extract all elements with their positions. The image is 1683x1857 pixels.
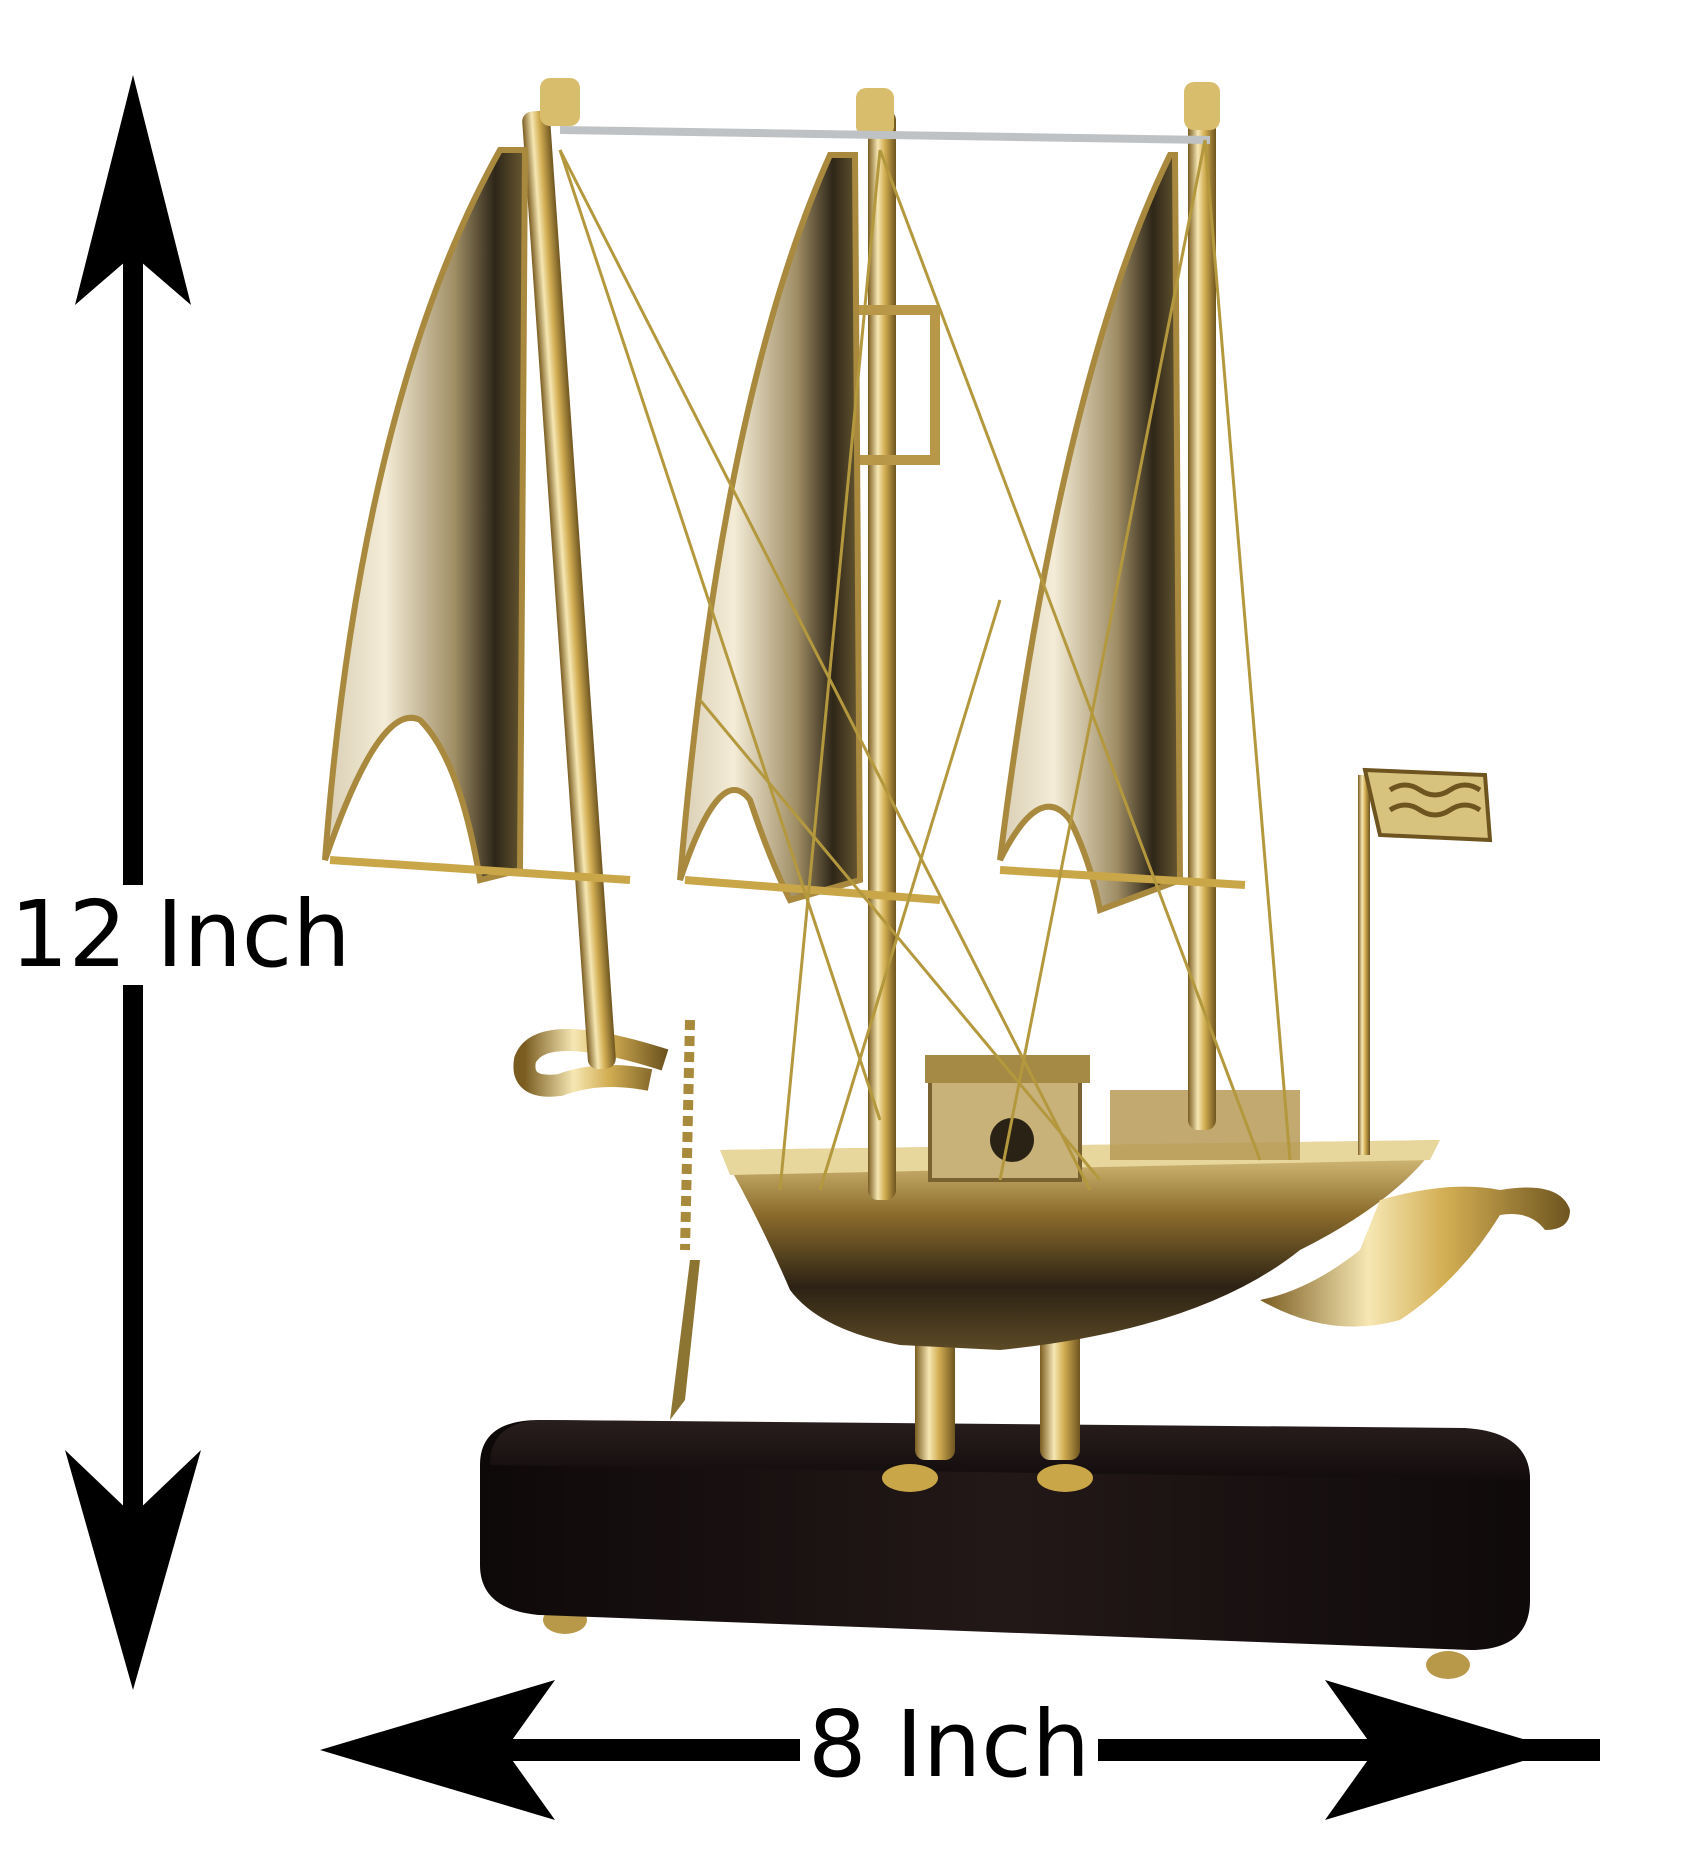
brass-ship-model [322,78,1570,1492]
wooden-base [480,1420,1530,1679]
height-label: 12 Inch [4,885,357,985]
width-label: 8 Inch [800,1695,1099,1795]
